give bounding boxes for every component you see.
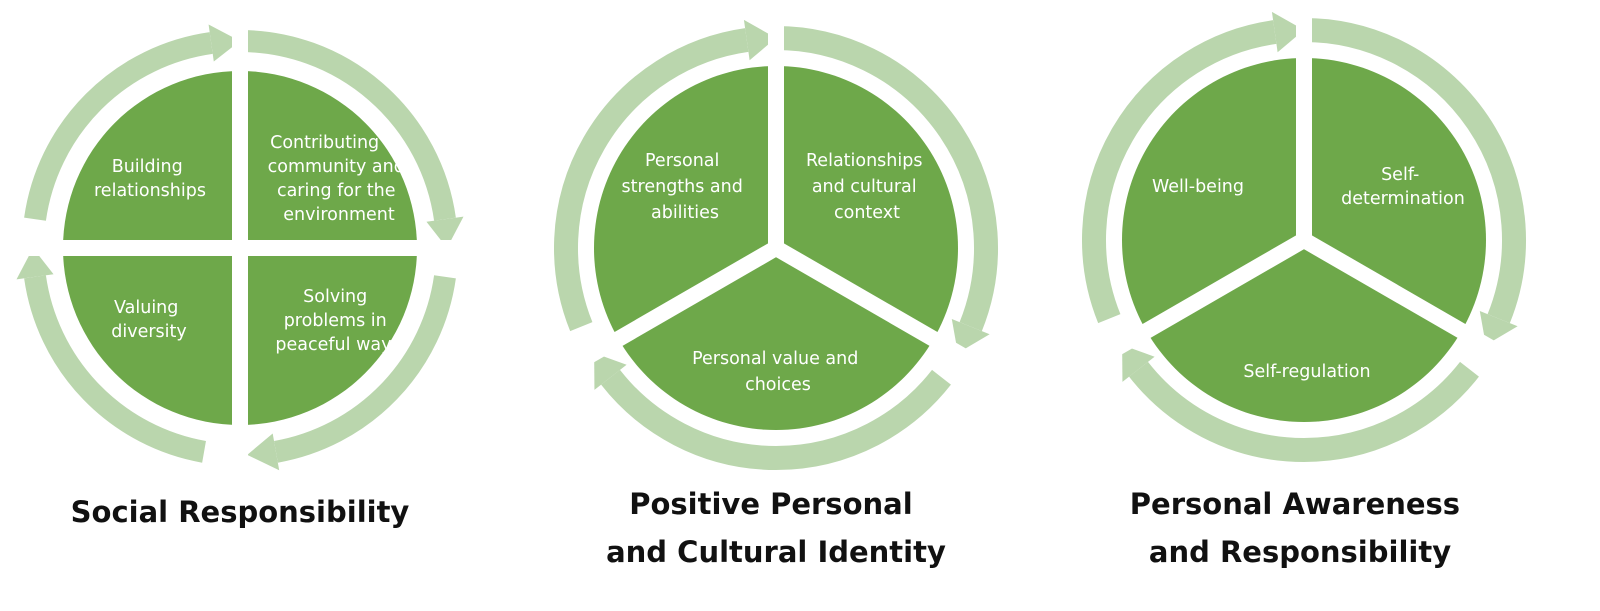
cycle-title-personal-awareness-responsibility: Personal Awareness and Responsibility [1130,487,1470,569]
ring-arrowhead-icon [1122,345,1155,382]
cycle-segments [565,10,987,430]
segment-label-valuing-diversity: Valuing diversity [111,298,187,342]
cycle-segment [1146,240,1462,422]
ring-arrowhead-icon [1271,11,1304,53]
segment-divider [565,241,780,374]
ring-arrowhead-icon [208,24,240,62]
segment-label-self-determination: Self- determination [1341,165,1465,209]
segment-label-personal-value-choices: Personal value and choices [692,349,864,395]
segment-label-contributing-to-community: Contributing to community and caring for… [268,133,411,225]
segment-labels: Building relationships Contributing to c… [94,133,411,355]
cycle-personal-awareness-responsibility: Well-being Self- determination Self-regu… [1082,2,1526,569]
ring-arrow-arc [1303,18,1526,324]
segment-divider [1093,233,1309,366]
ring-arrow-arc [24,275,207,463]
cycle-segments [7,15,473,481]
ring-arrow-arc [24,32,213,221]
ring-arrow-arc [775,26,998,332]
segment-divider [772,241,987,374]
cycle-positive-personal-cultural-identity: Personal strengths and abilities Relatio… [554,10,998,569]
cycle-title-social-responsibility: Social Responsibility [71,495,410,529]
ring-arrowhead-icon [1479,311,1518,345]
cycle-segment [63,248,240,425]
cycle-segments [1093,2,1515,422]
cycle-social-responsibility: Building relationships Contributing to c… [7,15,473,529]
ring-arrowhead-icon [426,216,464,248]
cycle-segment [63,71,240,248]
segment-label-relationships-cultural-context: Relationships and cultural context [806,151,928,223]
segment-label-personal-strengths: Personal strengths and abilities [622,151,749,223]
segment-label-well-being: Well-being [1152,177,1244,197]
ring-arrow-arc [1129,361,1479,462]
cycle-segment [240,71,417,248]
ring-arrow-arc [554,28,749,332]
cycle-title-positive-personal-cultural-identity: Positive Personal and Cultural Identity [606,487,946,569]
segment-labels: Well-being Self- determination Self-regu… [1152,165,1465,382]
ring-arrowhead-icon [16,248,54,280]
segment-label-solving-problems: Solving problems in peaceful ways [275,287,400,355]
ring-arrowhead-icon [743,19,776,61]
cycle-segment [240,248,417,425]
segment-divider [1299,233,1515,366]
ring-arrowhead-icon [247,433,280,471]
segment-label-building-relationships: Building relationships [94,157,206,201]
cycle-ring-arrows [1082,11,1526,462]
segment-labels: Personal strengths and abilities Relatio… [622,151,928,395]
ring-arrow-arc [239,30,456,221]
cycle-ring-arrows [16,24,464,471]
cycle-segment [618,248,934,430]
segment-label-self-regulation: Self-regulation [1243,362,1370,382]
cycle-ring-arrows [554,19,998,470]
ring-arrowhead-icon [594,353,627,390]
ring-arrow-arc [1082,20,1277,324]
ring-arrowhead-icon [951,319,990,353]
ring-arrow-arc [273,275,456,463]
ring-arrow-arc [601,369,951,470]
